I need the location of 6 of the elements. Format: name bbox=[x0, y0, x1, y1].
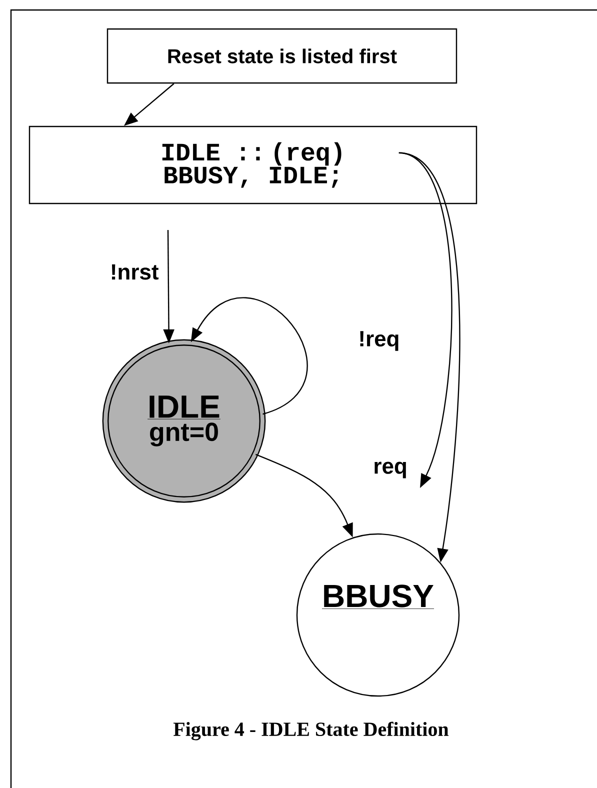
edge-label: !req bbox=[357, 330, 401, 352]
code-box: IDLE :: (req) BBUSY, IDLE; bbox=[28, 126, 478, 204]
edge-label: !nrst bbox=[108, 263, 160, 281]
edge-label: req bbox=[372, 460, 408, 480]
note-box: Reset state is listed first bbox=[106, 28, 458, 84]
figure-caption: Figure 4 - IDLE State Definition bbox=[173, 722, 449, 740]
